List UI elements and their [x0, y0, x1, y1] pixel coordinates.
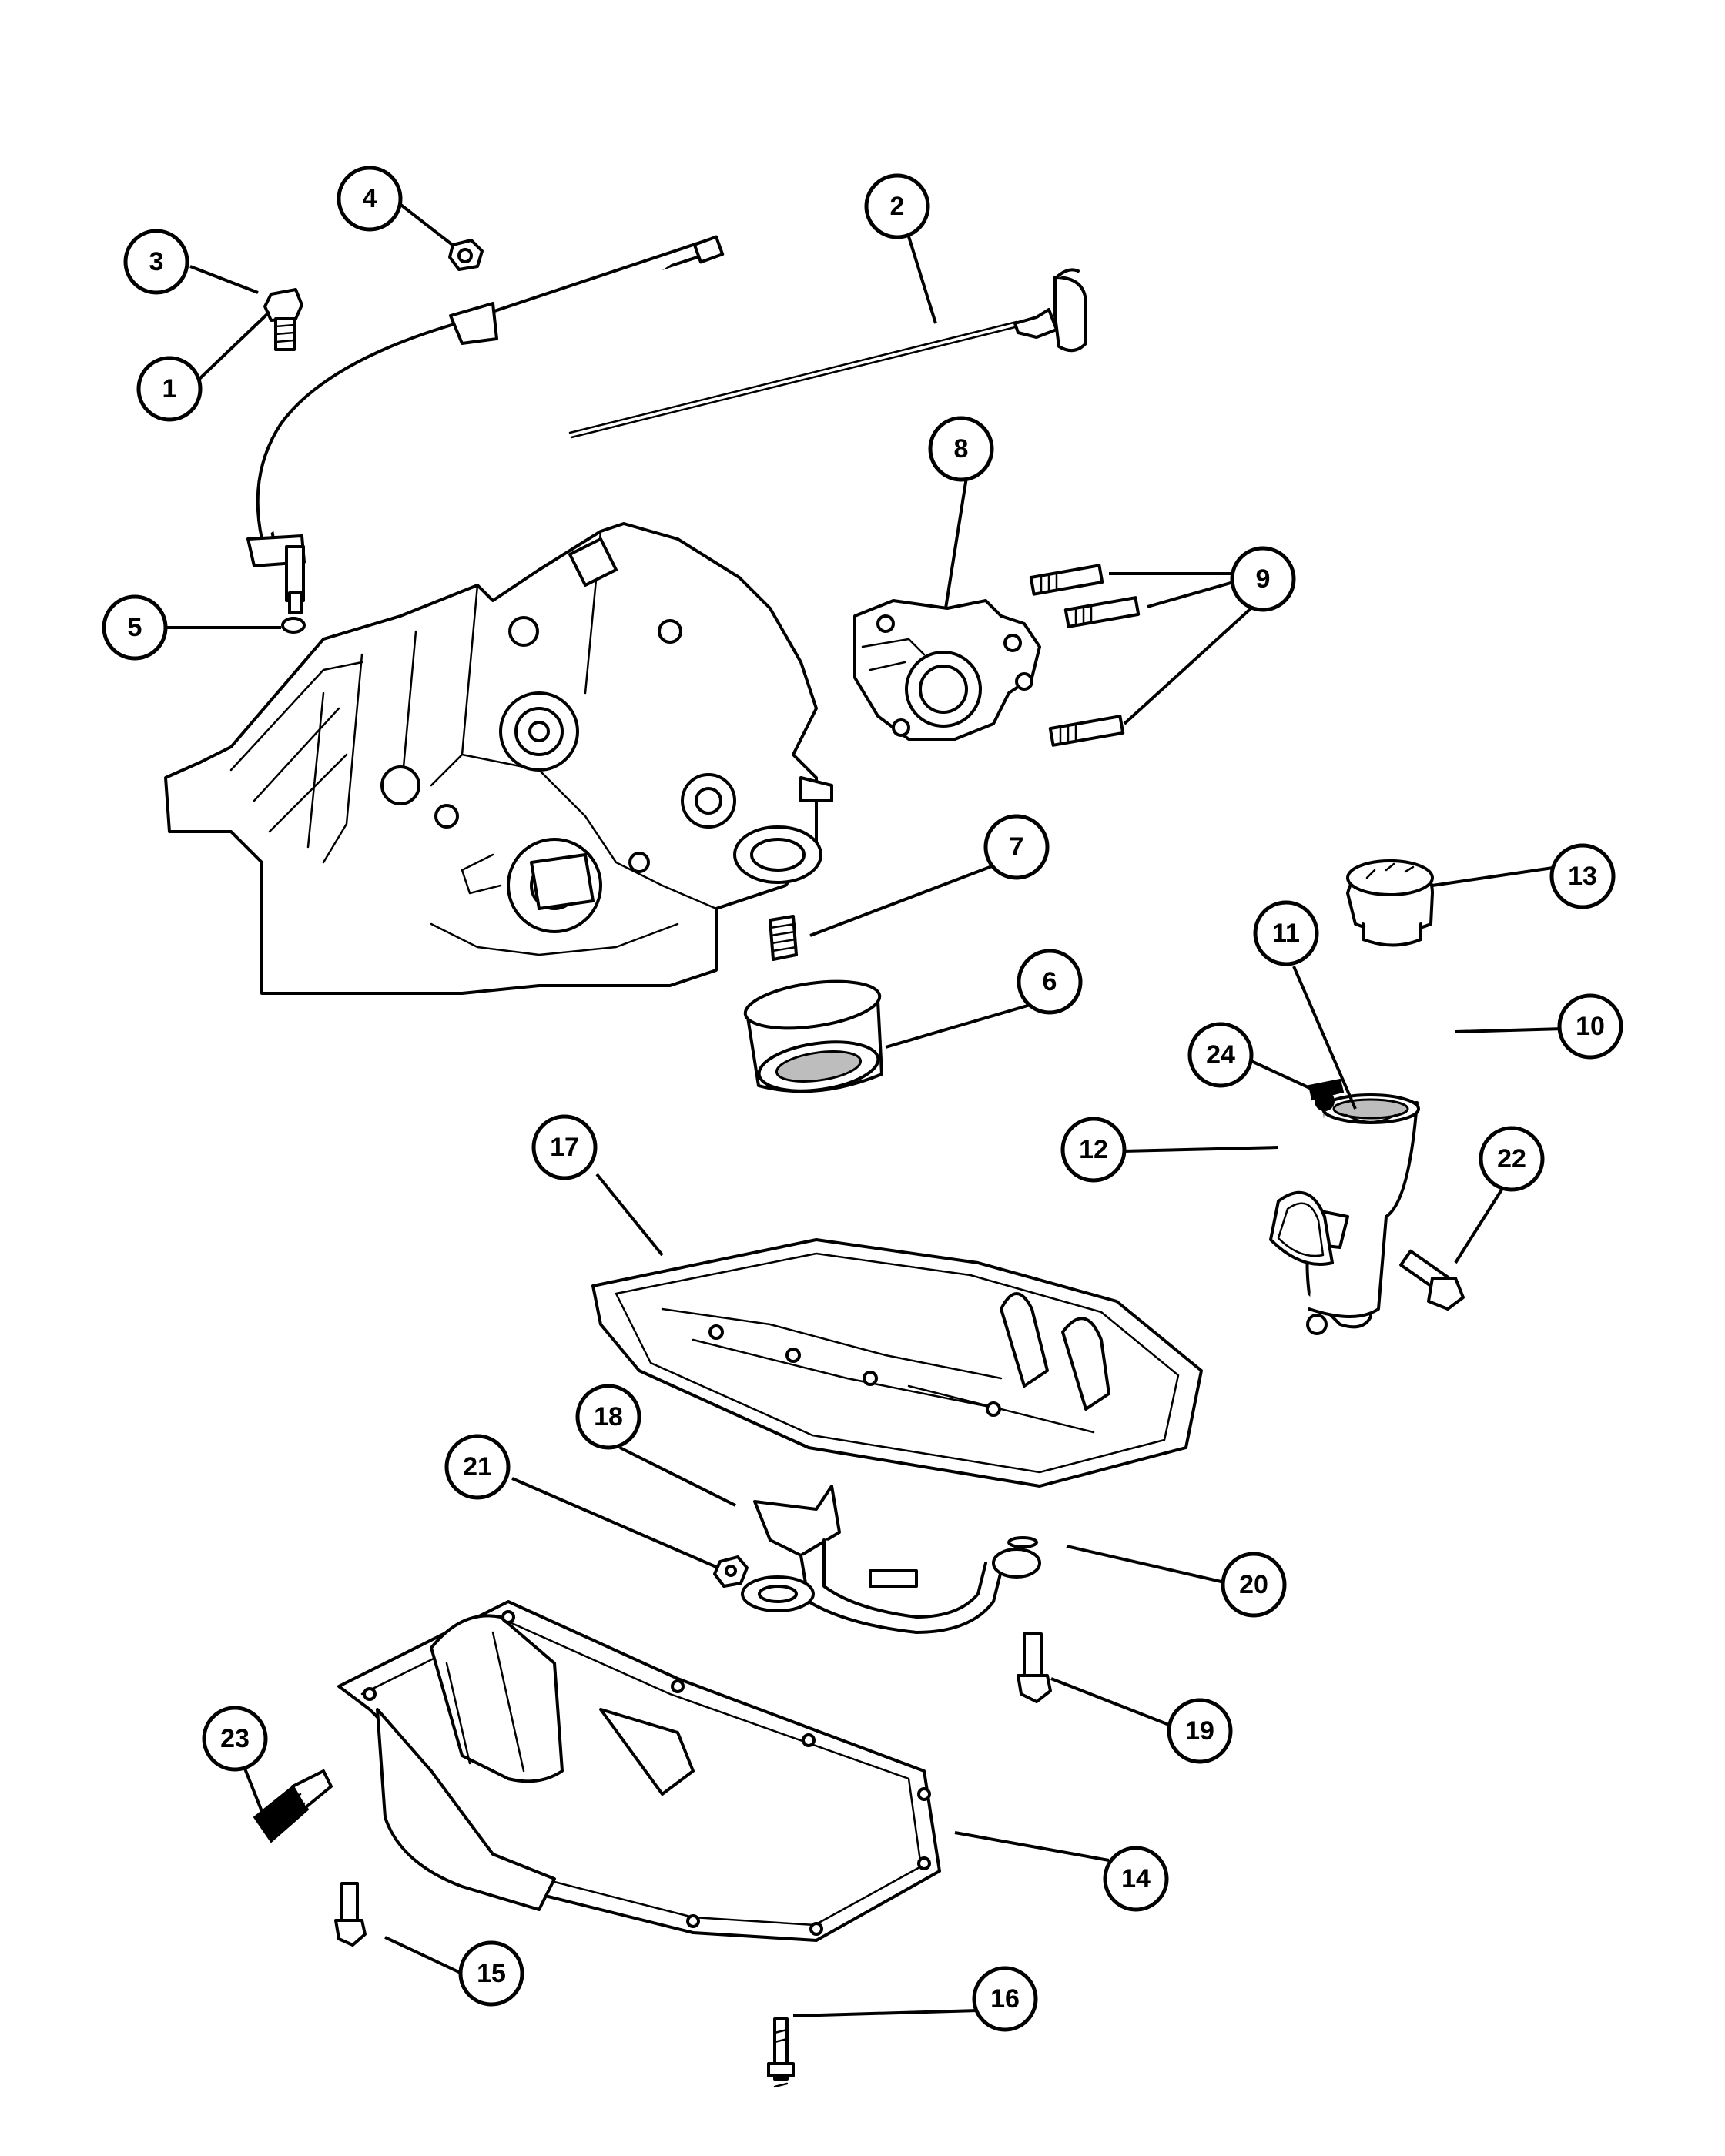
svg-text:13: 13 — [1568, 862, 1597, 891]
svg-text:17: 17 — [550, 1133, 579, 1162]
callout-14: 14 — [1103, 1846, 1169, 1912]
callout-11: 11 — [1253, 900, 1319, 966]
bolt-15 — [334, 1882, 367, 1947]
callout-12: 12 — [1060, 1116, 1127, 1183]
svg-text:3: 3 — [149, 247, 164, 276]
callout-19: 19 — [1167, 1698, 1233, 1764]
oil-pan-gasket — [591, 1238, 1203, 1488]
bolt-22 — [1399, 1249, 1465, 1311]
callout-9: 9 — [1230, 546, 1296, 612]
svg-text:22: 22 — [1497, 1144, 1526, 1173]
svg-text:16: 16 — [990, 1984, 1020, 2014]
filler-cap — [1346, 859, 1434, 947]
svg-text:24: 24 — [1206, 1040, 1235, 1070]
drain-plug — [253, 1769, 333, 1843]
svg-text:12: 12 — [1079, 1135, 1108, 1164]
filler-seal — [1345, 1113, 1397, 1123]
callout-3: 3 — [123, 229, 189, 295]
svg-text:7: 7 — [1010, 832, 1024, 862]
oil-pickup-tube — [741, 1485, 1041, 1634]
callout-20: 20 — [1221, 1552, 1287, 1618]
callout-16: 16 — [972, 1966, 1038, 2032]
svg-text:10: 10 — [1576, 1012, 1605, 1041]
svg-text:18: 18 — [594, 1402, 623, 1431]
svg-text:23: 23 — [220, 1724, 250, 1753]
filler-gasket — [1269, 1190, 1334, 1266]
callouts: 1 2 3 4 5 6 7 8 9 10 11 12 13 14 15 16 1… — [102, 166, 1623, 2032]
engine-block — [164, 522, 833, 995]
callout-24: 24 — [1187, 1022, 1254, 1088]
svg-text:19: 19 — [1185, 1716, 1214, 1746]
oil-filler-tube — [1304, 1093, 1420, 1335]
svg-text:5: 5 — [128, 613, 142, 642]
o-ring-5 — [281, 617, 306, 634]
stud-16 — [767, 2017, 795, 2088]
svg-text:2: 2 — [890, 192, 905, 221]
svg-text:15: 15 — [477, 1959, 506, 1988]
oil-pan — [337, 1600, 941, 1942]
svg-text:14: 14 — [1121, 1864, 1151, 1893]
callout-2: 2 — [864, 173, 930, 239]
bolt-19 — [1017, 1632, 1052, 1703]
callout-13: 13 — [1549, 843, 1616, 909]
svg-text:11: 11 — [1272, 919, 1300, 948]
svg-text:9: 9 — [1256, 564, 1271, 594]
bolt-3 — [263, 288, 303, 351]
callout-21: 21 — [444, 1434, 511, 1500]
oil-filter — [743, 979, 883, 1093]
callout-8: 8 — [928, 416, 994, 482]
callout-6: 6 — [1017, 949, 1083, 1015]
callout-4: 4 — [337, 166, 403, 232]
callout-1: 1 — [136, 356, 203, 422]
dipstick — [568, 268, 1087, 439]
oil-pump — [853, 599, 1041, 741]
svg-text:4: 4 — [363, 184, 377, 213]
callout-10: 10 — [1557, 993, 1623, 1060]
pickup-o-ring — [1007, 1536, 1038, 1548]
callout-23: 23 — [202, 1706, 268, 1772]
callout-5: 5 — [102, 594, 168, 661]
callout-15: 15 — [458, 1940, 524, 2007]
callout-22: 22 — [1479, 1126, 1545, 1192]
leader-lines — [164, 202, 1564, 2017]
svg-text:1: 1 — [162, 374, 177, 403]
pump-bolts — [1029, 564, 1141, 747]
callout-17: 17 — [531, 1114, 598, 1180]
callout-18: 18 — [575, 1384, 641, 1450]
nut-21 — [713, 1555, 749, 1588]
dipstick-tube — [246, 235, 725, 614]
svg-text:20: 20 — [1239, 1570, 1268, 1599]
filler-clip — [1308, 1078, 1345, 1111]
callout-7: 7 — [983, 814, 1050, 880]
nut-4 — [448, 239, 484, 271]
filter-adapter — [769, 915, 798, 961]
svg-text:21: 21 — [463, 1452, 492, 1481]
svg-text:6: 6 — [1043, 967, 1057, 996]
svg-text:8: 8 — [954, 434, 969, 464]
